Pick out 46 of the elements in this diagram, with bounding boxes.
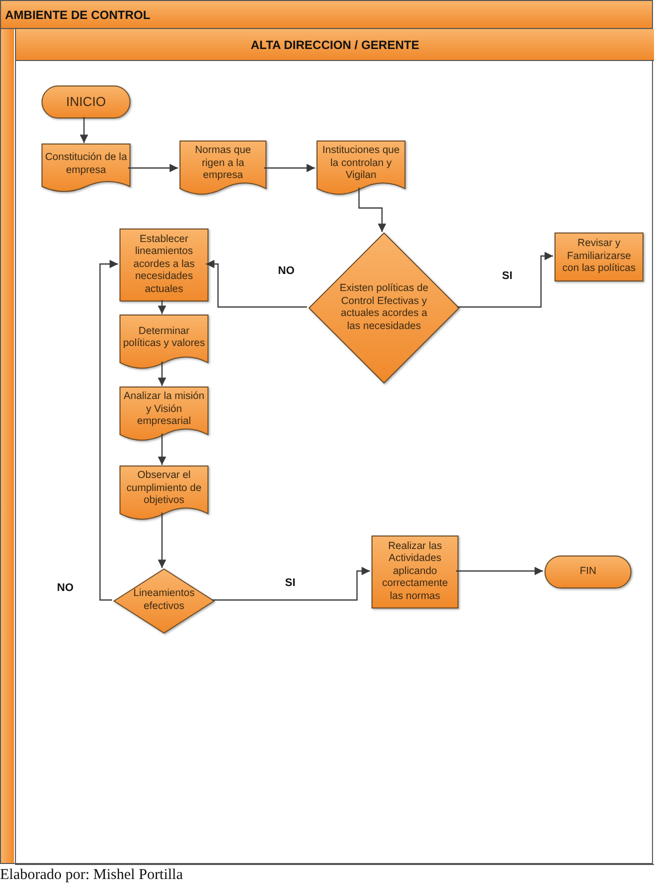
- decision-diamond: [114, 569, 214, 633]
- lane-title: ALTA DIRECCION / GERENTE: [250, 38, 420, 52]
- arrow: [158, 300, 166, 314]
- arrow: [206, 260, 307, 308]
- step-text: Constitución de la empresa: [45, 152, 127, 178]
- step-text: Analizar la misión y Visión empresarial: [123, 391, 205, 429]
- edge-label: NO: [55, 582, 76, 594]
- edge-label: SI: [283, 577, 298, 589]
- step-text: Instituciones que la controlan y Vigilan: [321, 145, 401, 183]
- arrow: [80, 117, 88, 143]
- arrow: [158, 512, 166, 568]
- arrow: [158, 362, 166, 386]
- step-text: Normas que rigen a la empresa: [194, 145, 252, 183]
- step-text: FIN: [580, 566, 596, 578]
- document-shape: [120, 387, 208, 443]
- process-box: [555, 233, 643, 281]
- arrow: [457, 252, 553, 308]
- document-shape: [180, 141, 266, 197]
- process-box: [372, 536, 458, 608]
- document-shape: [317, 141, 405, 197]
- arrow: [456, 566, 543, 576]
- step-text: Determinar políticas y valores: [123, 326, 205, 350]
- document-shape: [42, 144, 130, 194]
- step-text: Establecer lineamientos acordes a las necesidades actuales: [132, 234, 196, 296]
- decision-diamond: [309, 233, 459, 383]
- edge-label: SI: [500, 270, 514, 282]
- process-box: [120, 229, 208, 301]
- arrow: [158, 434, 166, 465]
- arrow: [264, 164, 315, 172]
- document-shape: [120, 315, 208, 371]
- arrow: [212, 566, 370, 601]
- caption: Elaborado por: Mishel Portilla: [0, 866, 183, 884]
- step-text: INICIO: [66, 96, 106, 108]
- step-text: Realizar las Actividades aplicando correctamente las normas: [381, 540, 449, 604]
- arrow: [128, 164, 178, 172]
- step-text: Lineamientos efectivos: [132, 588, 196, 614]
- document-shape: [120, 466, 208, 522]
- edge-label: NO: [276, 265, 296, 277]
- terminal-shape: [42, 86, 130, 118]
- terminal-shape: [545, 556, 631, 588]
- step-text: Existen políticas de Control Efectivas y actuales acordes a las necesidades: [338, 283, 430, 333]
- arrow: [358, 188, 386, 232]
- step-text: Observar el cumplimiento de objetivos: [126, 470, 202, 508]
- step-text: Revisar y Familiarizarse con las políticas: [561, 238, 637, 276]
- pool-title: AMBIENTE DE CONTROL: [5, 8, 150, 22]
- arrow: [99, 260, 118, 601]
